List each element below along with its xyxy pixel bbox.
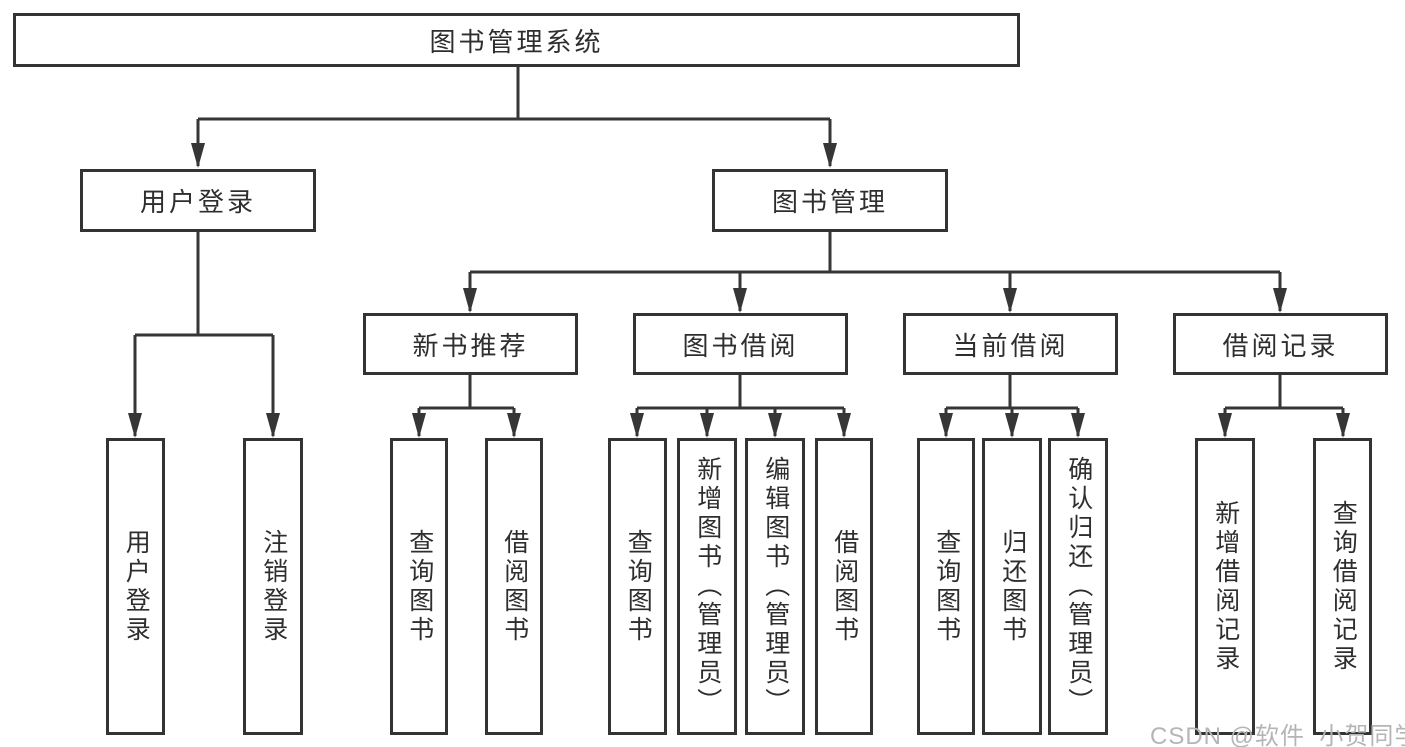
arrowhead [733,288,747,313]
arrowhead [1273,288,1287,313]
node-borrow-book: 借阅图书 [815,438,873,735]
arrowhead [1005,413,1019,438]
node-library-management-system: 图书管理系统 [13,13,1020,67]
arrowhead [823,143,837,168]
node-borrow-book: 借阅图书 [485,438,543,735]
node-label: 确认归还（管理员） [1064,456,1093,717]
node-label: 查询图书 [405,528,434,645]
node-book-management: 图书管理 [712,169,948,232]
node-borrowing-records: 借阅记录 [1173,313,1388,375]
node-add-book-admin: 新增图书（管理员） [677,438,737,735]
arrowhead [768,413,782,438]
node-query-book: 查询图书 [390,438,448,735]
node-logout: 注销登录 [243,438,303,735]
node-label: 借阅图书 [500,528,529,645]
node-label: 用户登录 [122,528,151,645]
node-label: 归还图书 [998,528,1027,645]
node-current-borrowing: 当前借阅 [903,313,1118,375]
node-new-book-recommendation: 新书推荐 [363,313,578,375]
arrowhead [1336,413,1350,438]
arrowhead [266,413,280,438]
node-add-borrow-record: 新增借阅记录 [1195,438,1255,735]
arrowhead [939,413,953,438]
node-edit-book-admin: 编辑图书（管理员） [745,438,805,735]
node-label: 查询图书 [932,528,961,645]
node-book-borrowing: 图书借阅 [633,313,848,375]
arrowhead [412,413,426,438]
arrowhead [1218,413,1232,438]
arrowhead [1071,413,1085,438]
arrowhead [630,413,644,438]
node-label: 编辑图书（管理员） [761,456,790,717]
node-label: 查询图书 [624,528,653,645]
arrowhead [463,288,477,313]
arrowhead [191,143,205,168]
node-confirm-return-admin: 确认归还（管理员） [1048,438,1108,735]
arrowhead [837,413,851,438]
arrowhead [1003,288,1017,313]
node-label: 借阅图书 [830,528,859,645]
node-label: 新增借阅记录 [1211,499,1240,674]
node-label: 新增图书（管理员） [693,456,722,717]
node-label: 查询借阅记录 [1329,499,1358,674]
node-user-login: 用户登录 [80,169,316,232]
csdn-watermark: CSDN @软件_小贺同学 [1150,723,1405,747]
arrowhead [700,413,714,438]
arrowhead [128,413,142,438]
node-query-book: 查询图书 [917,438,975,735]
node-query-book: 查询图书 [608,438,667,735]
arrowhead [507,413,521,438]
node-return-book: 归还图书 [982,438,1042,735]
node-label: 注销登录 [259,528,288,645]
node-query-borrow-record: 查询借阅记录 [1313,438,1372,735]
node-user-login-leaf: 用户登录 [106,438,165,735]
